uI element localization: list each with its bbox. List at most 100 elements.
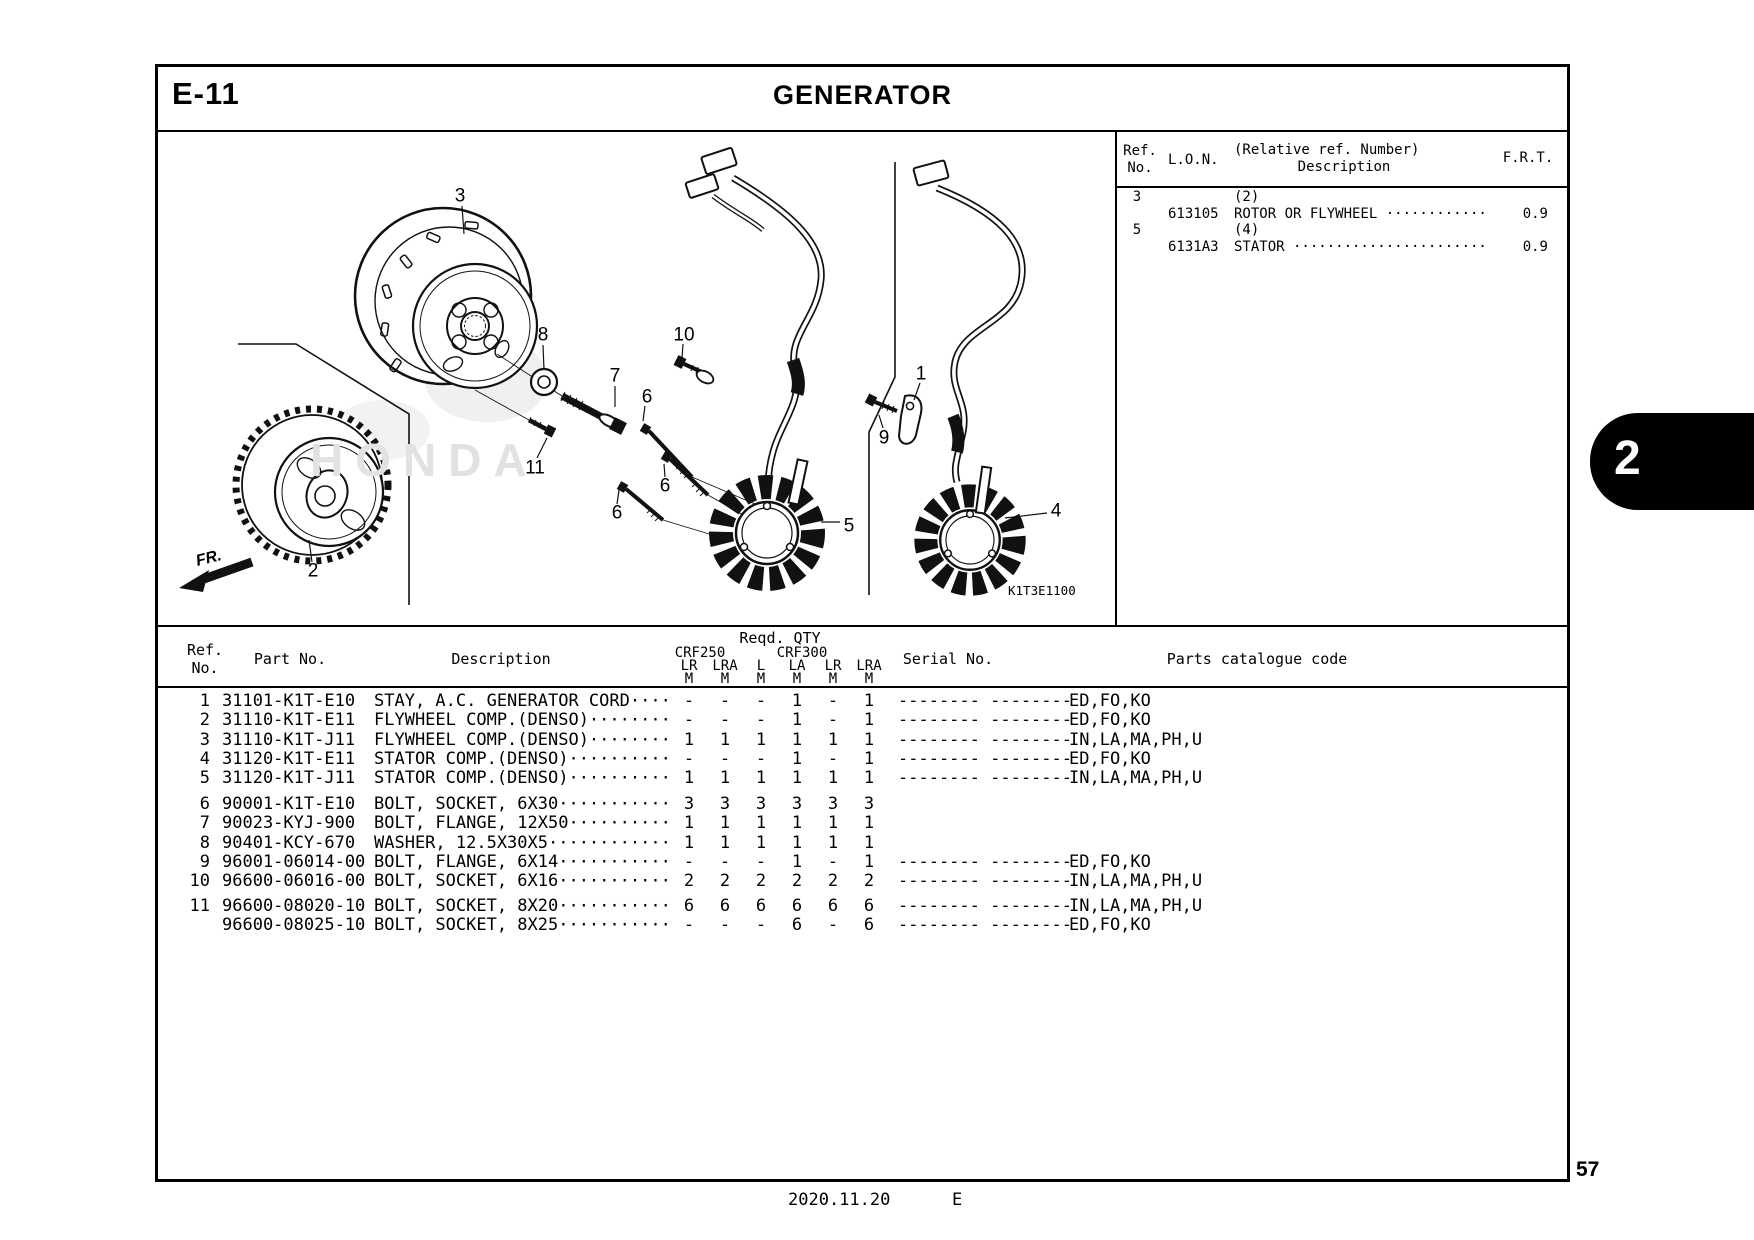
cell-qty: 1: [791, 851, 803, 872]
qty-col-label: LRA: [712, 658, 738, 674]
cell-qty: 6: [863, 915, 875, 936]
rotor-flywheel-drawing: [353, 206, 539, 390]
cell-qty: 1: [719, 832, 731, 853]
qty-col-sub-label: M: [828, 671, 838, 687]
cell-qty: 6: [755, 896, 767, 916]
cell-qty: 1: [863, 851, 875, 872]
cell-qty: 1: [719, 729, 731, 750]
cell-description: BOLT, SOCKET, 6X30···········: [374, 794, 671, 814]
qty-col-sub-label: M: [792, 671, 802, 687]
cell-lon: 613105: [1168, 206, 1219, 222]
ref-summary-row: 5 (4): [0, 222, 1754, 238]
diagram-code: K1T3E1100: [1008, 583, 1076, 598]
cell-serial-no: -------- --------: [898, 915, 1072, 936]
parts-col-serial: Serial No.: [902, 650, 994, 668]
cell-qty: -: [827, 748, 839, 769]
callout-number: 1: [916, 364, 927, 385]
qty-col-sub-label: M: [720, 671, 730, 687]
cell-qty: 1: [827, 813, 839, 834]
cell-description: STATOR ·······················: [1234, 239, 1487, 255]
parts-group-crf250: CRF250: [674, 645, 726, 661]
cell-part-no: 31101-K1T-E10: [222, 691, 356, 711]
callout-leader-line: [1004, 512, 1048, 519]
cell-part-no: 90023-KYJ-900: [222, 813, 356, 834]
callout-number: 3: [455, 186, 466, 207]
cell-part-no: 96001-06014-00: [222, 851, 366, 872]
cell-part-no: 31120-K1T-E11: [222, 748, 356, 769]
cell-qty: 6: [863, 896, 875, 916]
cell-part-no: 90401-KCY-670: [222, 832, 356, 853]
cell-serial-no: -------- --------: [898, 691, 1072, 711]
cell-ref-no: 11: [189, 896, 210, 916]
parts-col-desc: Description: [451, 650, 551, 668]
cell-qty: 1: [755, 813, 767, 834]
ref-summary-row: 3 (2): [0, 189, 1754, 205]
page-title: GENERATOR: [772, 80, 952, 110]
qty-col-label: LR: [824, 658, 842, 674]
cell-qty: -: [683, 691, 695, 711]
qty-col-label: LR: [680, 658, 698, 674]
cell-ref-no: 5: [1132, 222, 1142, 238]
qty-col-label: LRA: [856, 658, 882, 674]
cell-qty: -: [827, 915, 839, 936]
callout-leader-line: [878, 414, 884, 429]
flywheel-gear-drawing: [232, 405, 392, 565]
cell-parts-catalogue-code: ED,FO,KO: [1069, 915, 1151, 936]
cell-qty: 1: [755, 768, 767, 789]
cell-qty: 6: [827, 896, 839, 916]
cell-serial-no: -------- --------: [898, 871, 1072, 892]
cell-description: (2): [1234, 189, 1260, 205]
cell-qty: -: [719, 915, 731, 936]
cell-description: BOLT, SOCKET, 8X25···········: [374, 915, 671, 936]
cell-qty: -: [683, 710, 695, 731]
table-row: 9 96001-06014-00 BOLT, FLANGE, 6X14·······…: [155, 851, 1570, 872]
cell-qty: 1: [863, 768, 875, 789]
cell-qty: 1: [683, 832, 695, 853]
parts-col-part: Part No.: [253, 650, 327, 668]
cell-description: BOLT, SOCKET, 8X20···········: [374, 896, 671, 916]
cell-qty: -: [827, 851, 839, 872]
cell-qty: 3: [863, 794, 875, 814]
ref-summary-col-frt: F.R.T.: [1502, 150, 1554, 166]
parts-col-no: No.: [191, 659, 219, 677]
cell-description: (4): [1234, 222, 1260, 238]
cell-qty: 1: [827, 768, 839, 789]
cell-qty: -: [719, 691, 731, 711]
cell-qty: 1: [683, 729, 695, 750]
cell-part-no: 96600-06016-00: [222, 871, 366, 892]
cell-qty: 1: [827, 729, 839, 750]
callout-leader-line: [308, 539, 313, 563]
parts-table-header-divider: [155, 686, 1570, 688]
cell-qty: 1: [791, 832, 803, 853]
cell-qty: 1: [791, 729, 803, 750]
ref-summary-col-ref: Ref.: [1123, 143, 1157, 159]
parts-col-code: Parts catalogue code: [1166, 650, 1348, 668]
cell-parts-catalogue-code: IN,LA,MA,PH,U: [1069, 871, 1203, 892]
cell-ref-no: 9: [199, 851, 210, 872]
cell-qty: 2: [755, 871, 767, 892]
cell-qty: 1: [791, 813, 803, 834]
cell-serial-no: -------- --------: [898, 710, 1072, 731]
cell-qty: 6: [719, 896, 731, 916]
cell-frt: 0.9: [1522, 239, 1548, 255]
cell-description: BOLT, FLANGE, 6X14···········: [374, 851, 671, 872]
cell-ref-no: 8: [199, 832, 210, 853]
cell-qty: 1: [863, 729, 875, 750]
callout-number: 6: [642, 387, 653, 408]
cell-qty: 3: [683, 794, 695, 814]
cell-part-no: 90001-K1T-E10: [222, 794, 356, 814]
cell-qty: 1: [863, 748, 875, 769]
page-number: 57: [1576, 1158, 1600, 1181]
cell-parts-catalogue-code: IN,LA,MA,PH,U: [1069, 896, 1203, 916]
cell-qty: -: [755, 915, 767, 936]
cell-frt: 0.9: [1522, 206, 1548, 222]
parts-col-reqd-qty: Reqd. QTY: [739, 629, 821, 647]
callout-number: 4: [1051, 501, 1062, 522]
